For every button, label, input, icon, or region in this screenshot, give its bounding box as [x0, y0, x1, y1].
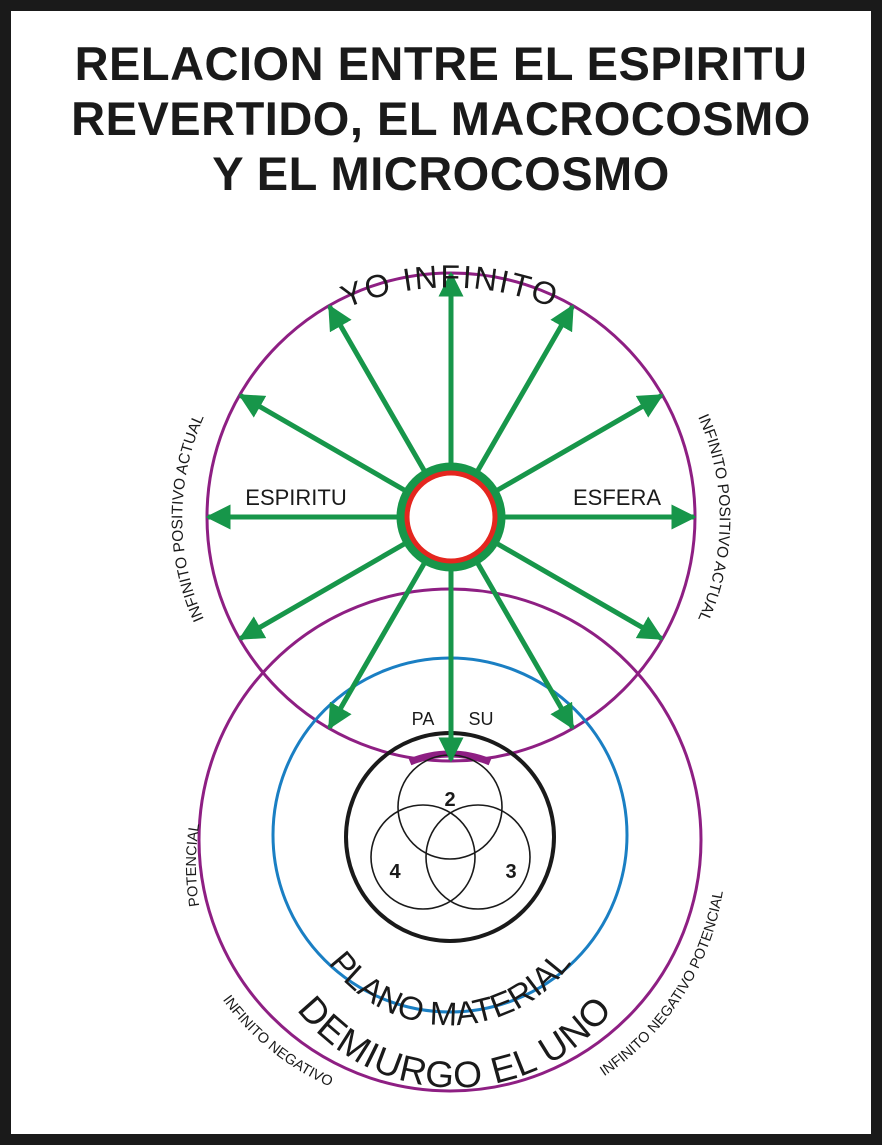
- arrows-group: [205, 271, 697, 763]
- number-4: 4: [389, 861, 401, 883]
- su-label: SU: [468, 709, 493, 729]
- number-2: 2: [444, 789, 455, 811]
- infinito-positivo-left-label: INFINITO POSITIVO ACTUAL: [169, 411, 208, 624]
- infinito-positivo-right-label: INFINITO POSITIVO ACTUAL: [694, 412, 733, 625]
- arrow-210: [238, 393, 408, 494]
- microcosm-circle: [344, 731, 556, 943]
- arrow-300: [474, 304, 575, 474]
- venn-circle-3: [425, 804, 531, 910]
- arrow-60: [474, 560, 575, 730]
- arrow-120: [327, 560, 428, 730]
- venn-circle-4: [370, 804, 476, 910]
- esfera-label: ESFERA: [573, 485, 661, 510]
- center-red-ring: [404, 470, 498, 564]
- number-3: 3: [505, 861, 516, 883]
- arrow-330: [494, 393, 664, 494]
- plano-material-label: PLANO MATERIAL: [323, 944, 578, 1033]
- arrow-240: [327, 304, 428, 474]
- potencial-left-label: POTENCIAL: [184, 822, 203, 907]
- espiritu-label: ESPIRITU: [245, 485, 346, 510]
- page-title: RELACION ENTRE EL ESPIRITU REVERTIDO, EL…: [11, 36, 871, 201]
- title-line-1: RELACION ENTRE EL ESPIRITU: [74, 37, 808, 90]
- arrow-30: [494, 540, 664, 641]
- pa-label: PA: [412, 709, 435, 729]
- title-line-3: Y EL MICROCOSMO: [212, 147, 670, 200]
- title-line-2: REVERTIDO, EL MACROCOSMO: [71, 92, 811, 145]
- infinito-negativo-right-label: INFINITO NEGATIVO POTENCIAL: [597, 889, 727, 1079]
- arrow-150: [238, 540, 408, 641]
